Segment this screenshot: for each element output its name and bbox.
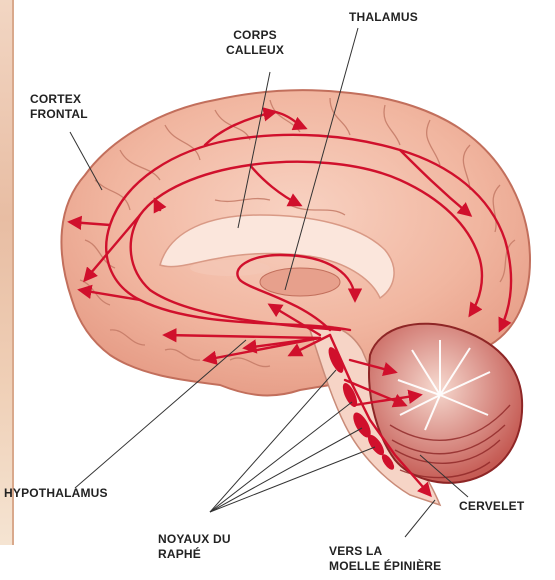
- label-thalamus: THALAMUS: [349, 10, 418, 25]
- label-corps-calleux: CORPS CALLEUX: [226, 28, 284, 58]
- label-cervelet: CERVELET: [459, 499, 524, 514]
- label-noyaux-du-raphe: NOYAUX DU RAPHÉ: [158, 532, 231, 562]
- label-cortex-frontal: CORTEX FRONTAL: [30, 92, 88, 122]
- label-hypothalamus: HYPOTHALAMUS: [4, 486, 108, 501]
- label-vers-la-moelle: VERS LA MOELLE ÉPINIÈRE: [329, 544, 441, 574]
- thalamus-shape: [260, 268, 340, 296]
